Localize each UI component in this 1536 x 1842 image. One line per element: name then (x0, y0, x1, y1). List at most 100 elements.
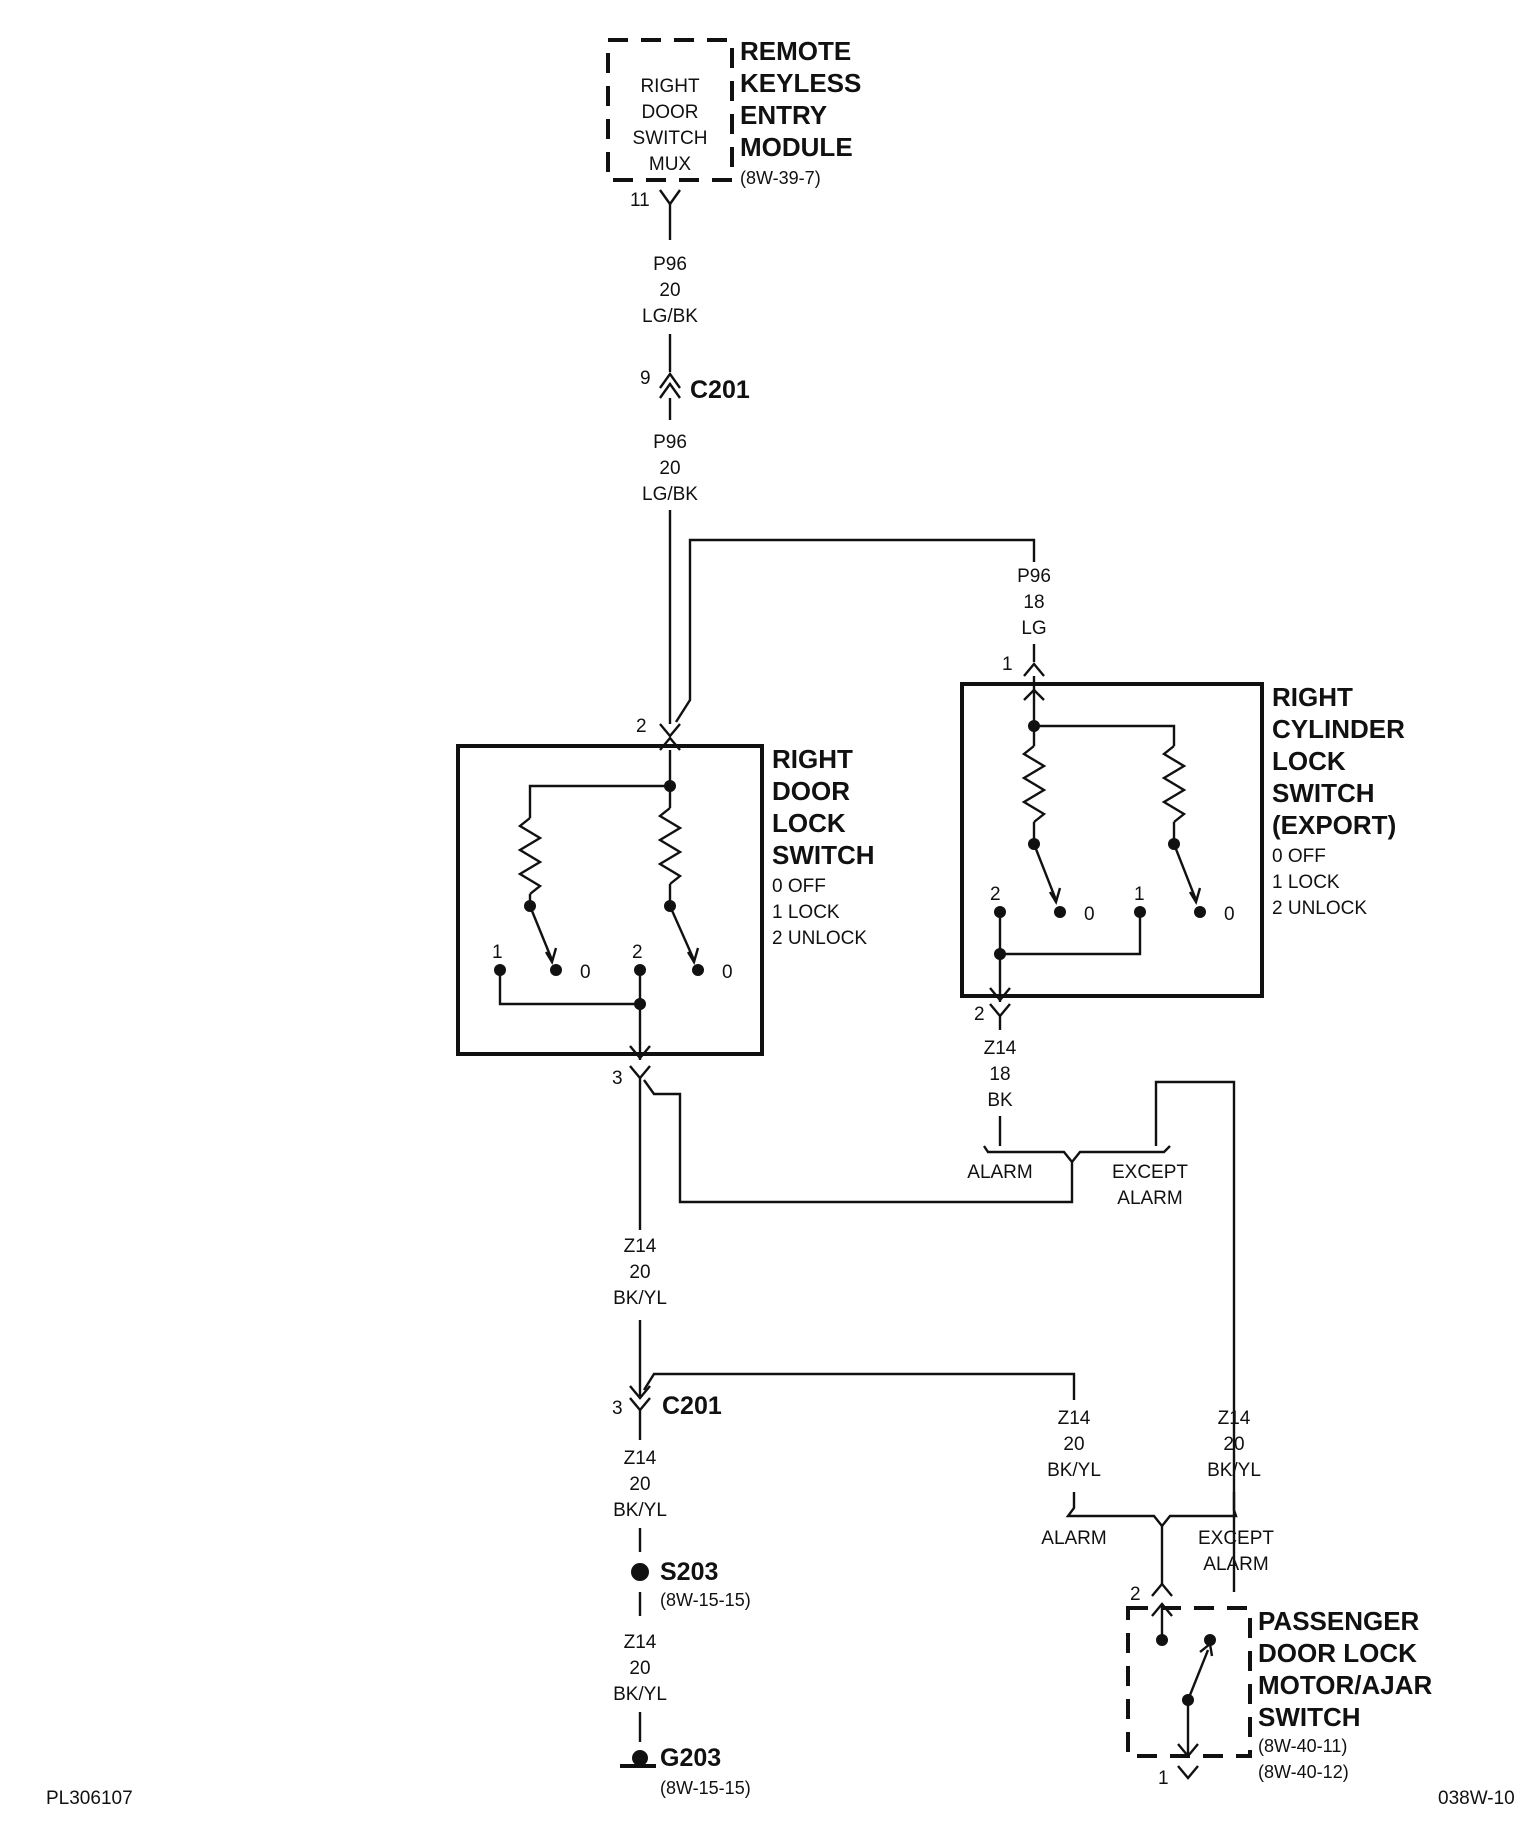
pdlm-title-line-4: SWITCH (1258, 1702, 1361, 1732)
rdls-contact-0-right: 0 (722, 962, 733, 983)
z14-20-label-3c: BK/YL (613, 1684, 667, 1705)
pdlm-title-line-2: DOOR LOCK (1258, 1638, 1417, 1668)
z14-20-label-1a: Z14 (624, 1236, 657, 1257)
rcls-bottom-pin-symbol (989, 1003, 1011, 1018)
branch-to-cylinder-switch (674, 538, 1036, 723)
except-alarm-wire-right (1154, 1080, 1236, 1592)
pdlm-bottom-pin-symbol (1177, 1765, 1199, 1780)
rdls-state-off: 0 OFF (772, 876, 826, 897)
rdls-pin-3: 3 (612, 1068, 623, 1089)
upper-except-line-2: ALARM (1117, 1188, 1182, 1209)
rdls-state-lock: 1 LOCK (772, 902, 840, 923)
z14-20-label-5b: 20 (1223, 1434, 1244, 1455)
pdlm-top-pin-symbol (1151, 1582, 1173, 1597)
z14-20-label-4b: 20 (1063, 1434, 1084, 1455)
pdlm-title-line-1: PASSENGER (1258, 1606, 1420, 1636)
rdls-pin-2: 2 (636, 716, 647, 737)
upper-option-brace (983, 1145, 1171, 1164)
z14-18-label-a: Z14 (984, 1038, 1017, 1059)
rke-pin-11: 11 (630, 190, 650, 211)
branch-to-passenger-alarm (642, 1372, 1076, 1400)
trunk-p96: P96 20 LG/BK 9 C201 P96 20 LG/BK (640, 204, 1036, 724)
pdlm-pin-1: 1 (1158, 1768, 1169, 1789)
s203-splice-dot (631, 1563, 649, 1581)
rcls-contact-1: 1 (1134, 884, 1145, 905)
rcls-title-line-1: RIGHT (1272, 682, 1353, 712)
passenger-door-lock-motor: 2 PASSENGER DOOR LOCK MOTOR/AJAR SWITCH … (1126, 1582, 1433, 1789)
s203-ref: (8W-15-15) (660, 1590, 751, 1610)
c201-bottom-pin-3: 3 (612, 1398, 623, 1419)
rdls-right-wiper (668, 905, 696, 961)
z14-20-label-1b: 20 (629, 1262, 650, 1283)
rke-title-line-1: REMOTE (740, 36, 851, 66)
rdls-state-unlock: 2 UNLOCK (772, 928, 867, 949)
upper-alarm-option: ALARM EXCEPT ALARM (643, 1079, 1236, 1592)
rcls-contact-0-left: 0 (1084, 904, 1095, 925)
rke-inner-line-4: MUX (649, 154, 692, 175)
rcls-box (960, 682, 1264, 998)
right-cylinder-lock-switch: P96 18 LG 1 2 0 1 0 RIGHT CYLINDER (960, 566, 1405, 1146)
g203-ref: (8W-15-15) (660, 1778, 751, 1798)
p96-18-label-c: LG (1021, 618, 1046, 639)
g203-label: G203 (660, 1744, 721, 1772)
pdlm-ref-2: (8W-40-12) (1258, 1762, 1349, 1782)
rke-title-line-3: ENTRY (740, 100, 827, 130)
rke-title-line-2: KEYLESS (740, 68, 861, 98)
pdlm-pin-2: 2 (1130, 1584, 1141, 1605)
z14-20-label-4a: Z14 (1058, 1408, 1091, 1429)
rcls-state-lock: 1 LOCK (1272, 872, 1340, 893)
pdlm-ref-1: (8W-40-11) (1258, 1736, 1347, 1756)
z14-18-label-c: BK (987, 1090, 1013, 1111)
rdls-contact-0-left: 0 (580, 962, 591, 983)
c201-bottom-label: C201 (662, 1392, 722, 1420)
rdls-right-spring (657, 807, 683, 885)
rke-pin-symbol (659, 189, 681, 207)
p96-18-label-b: 18 (1023, 592, 1044, 613)
rdls-left-spring (517, 817, 543, 895)
p96-label-mid-c: LG/BK (642, 484, 698, 505)
z14-20-label-5c: BK/YL (1207, 1460, 1261, 1481)
rcls-contact-0-right: 0 (1224, 904, 1235, 925)
p96-label-mid-b: 20 (659, 458, 680, 479)
p96-label-top-c: LG/BK (642, 306, 698, 327)
z14-20-label-3a: Z14 (624, 1632, 657, 1653)
rke-ref: (8W-39-7) (740, 168, 821, 188)
rcls-left-spring (1021, 745, 1047, 823)
rcls-left-wiper (1032, 843, 1058, 901)
z14-20-label-1c: BK/YL (613, 1288, 667, 1309)
z14-18-label-b: 18 (989, 1064, 1010, 1085)
ground-trunk: Z14 20 BK/YL 3 C201 Z14 20 BK/YL S203 (8… (612, 1078, 1076, 1798)
rdls-contact-1: 1 (492, 942, 503, 963)
rcls-title-line-5: (EXPORT) (1272, 810, 1396, 840)
rke-inner-line-1: RIGHT (640, 76, 700, 97)
rdls-top-pin-symbol (659, 723, 681, 738)
c201-top-connector-symbol (659, 371, 681, 399)
rcls-top-pin-symbol (1023, 662, 1045, 677)
rcls-right-spring (1161, 745, 1187, 823)
z14-20-label-3b: 20 (629, 1658, 650, 1679)
lower-alarm-label: ALARM (1041, 1528, 1106, 1549)
rdls-title-line-2: DOOR (772, 776, 850, 806)
s203-label: S203 (660, 1558, 718, 1586)
rdls-contact-2: 2 (632, 942, 643, 963)
rdls-title-line-1: RIGHT (772, 744, 853, 774)
p96-label-mid-a: P96 (653, 432, 687, 453)
z14-20-label-5a: Z14 (1218, 1408, 1251, 1429)
upper-except-line-1: EXCEPT (1112, 1162, 1188, 1183)
z14-20-label-4c: BK/YL (1047, 1460, 1101, 1481)
rcls-title-line-3: LOCK (1272, 746, 1346, 776)
c201-top-pin-9: 9 (640, 368, 651, 389)
p96-label-top-b: 20 (659, 280, 680, 301)
right-door-lock-switch: 2 1 0 2 0 RIGHT DOOR LOCK SWITCH 0 OFF (456, 716, 875, 1089)
rcls-title-line-2: CYLINDER (1272, 714, 1405, 744)
lower-alarm-option: Z14 20 BK/YL Z14 20 BK/YL ALARM EXCEPT A… (1041, 1408, 1274, 1584)
rdls-title-line-4: SWITCH (772, 840, 875, 870)
footer-left-code: PL306107 (46, 1788, 133, 1809)
z14-20-label-2c: BK/YL (613, 1500, 667, 1521)
rcls-title-line-4: SWITCH (1272, 778, 1375, 808)
c201-top-label: C201 (690, 376, 750, 404)
upper-alarm-label: ALARM (967, 1162, 1032, 1183)
rcls-right-wiper (1172, 843, 1198, 901)
z14-20-label-2b: 20 (629, 1474, 650, 1495)
footer-right-code: 038W-10 (1438, 1788, 1515, 1809)
